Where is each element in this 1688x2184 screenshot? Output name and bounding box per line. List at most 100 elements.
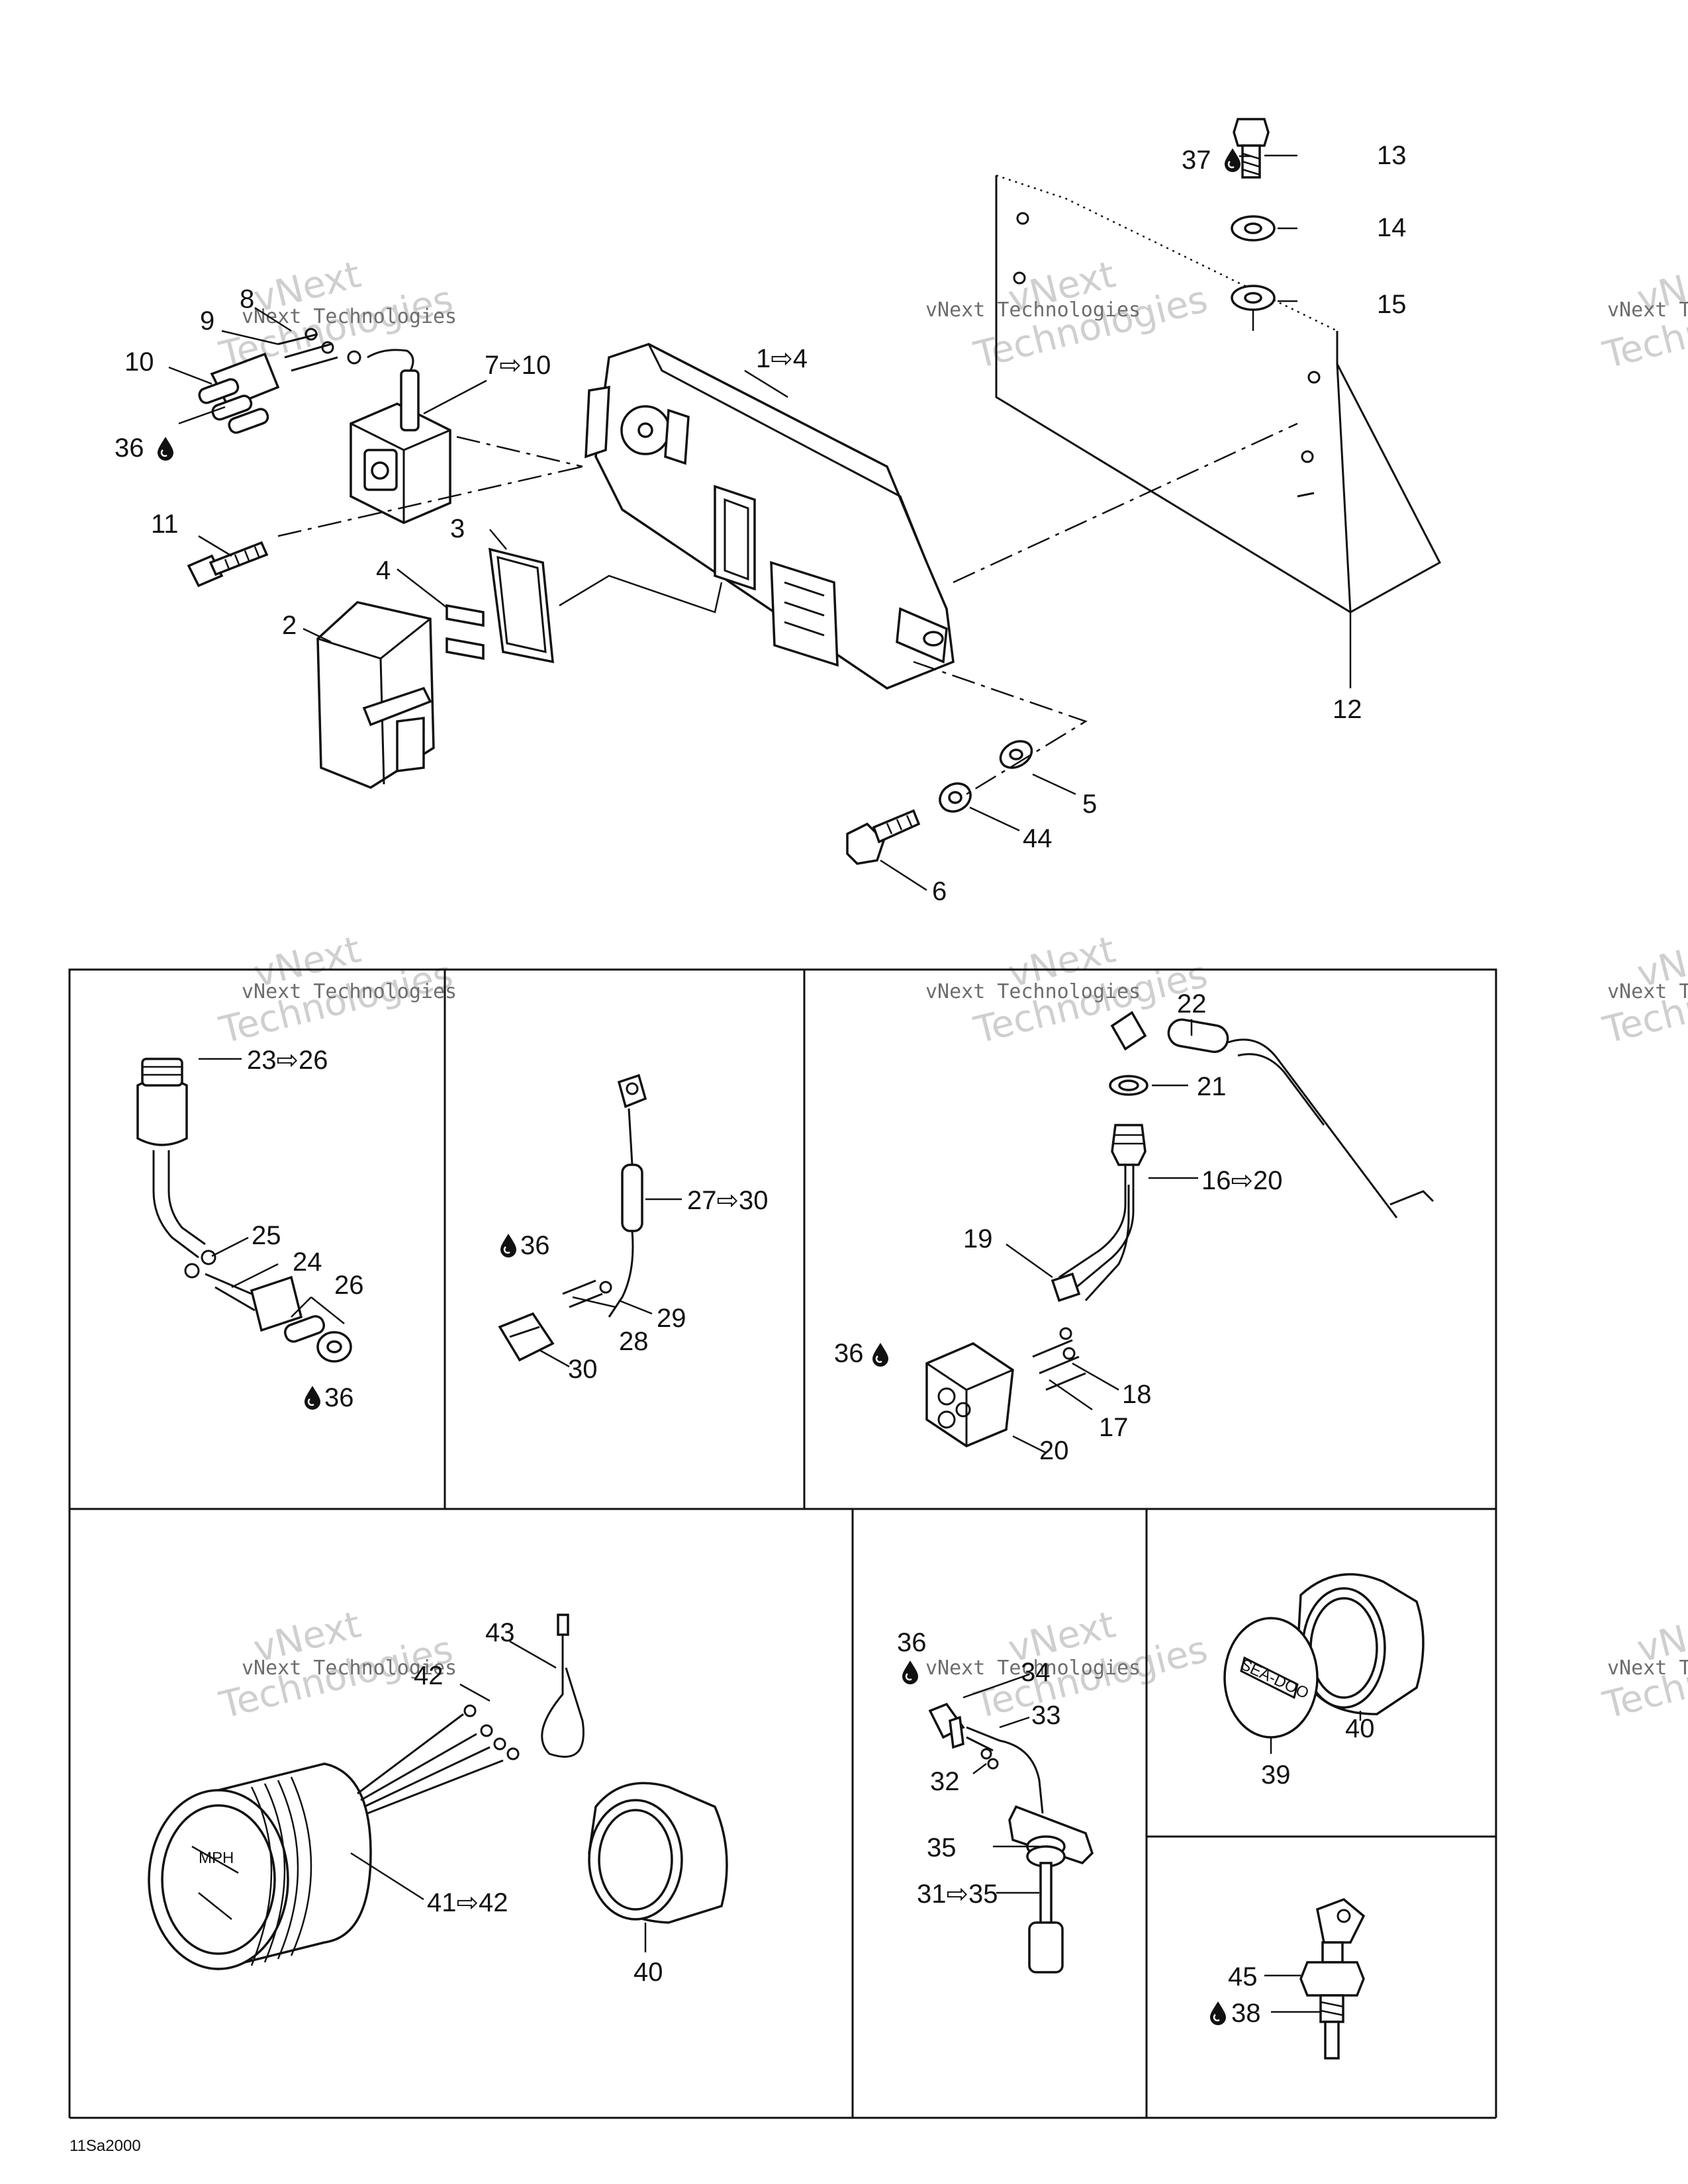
main-module bbox=[585, 343, 955, 690]
callout-20: 20 bbox=[1039, 1436, 1069, 1465]
assembly-line bbox=[456, 435, 583, 468]
mounting-bracket bbox=[995, 174, 1442, 614]
callout-15: 15 bbox=[1377, 290, 1407, 319]
svg-text:vNext Technologies: vNext Technologies bbox=[1607, 1657, 1688, 1680]
screw-11 bbox=[187, 541, 269, 588]
callout-19: 19 bbox=[963, 1224, 993, 1253]
svg-text:vNext Technologies: vNext Technologies bbox=[1607, 980, 1688, 1003]
assembly-line bbox=[277, 465, 583, 537]
panel-sender-38-45: 45 38 bbox=[1209, 1898, 1366, 2060]
svg-text:vNext Technologies: vNext Technologies bbox=[1607, 298, 1688, 322]
drop-icon bbox=[499, 1232, 518, 1259]
callout-4: 4 bbox=[376, 556, 391, 585]
seal-26 bbox=[316, 1331, 352, 1363]
relay-2 bbox=[316, 601, 435, 789]
callout-32: 32 bbox=[930, 1767, 960, 1796]
sender-45 bbox=[1299, 1898, 1366, 2060]
drop-icon bbox=[303, 1385, 322, 1411]
terminals-33-32 bbox=[966, 1726, 1044, 1814]
ring-40-left bbox=[588, 1782, 728, 1924]
cap-39: SEA-DOO bbox=[1223, 1617, 1319, 1739]
callout-39: 39 bbox=[1261, 1760, 1291, 1790]
panel-sensor-23-26: 23⇨26 25 24 26 36 bbox=[136, 1046, 364, 1412]
callout-36: 36 bbox=[324, 1383, 354, 1412]
fuses-4 bbox=[445, 604, 485, 660]
bolt-6 bbox=[846, 809, 921, 865]
connector-10 bbox=[198, 328, 361, 434]
callout-24: 24 bbox=[293, 1248, 322, 1277]
module-cap-3 bbox=[488, 547, 554, 664]
callout-41: 41⇨42 bbox=[427, 1888, 508, 1917]
callout-21: 21 bbox=[1197, 1072, 1227, 1101]
drop-icon bbox=[901, 1659, 919, 1686]
callout-16: 16⇨20 bbox=[1201, 1166, 1283, 1195]
panel-sensor-16-22: 22 21 16⇨20 19 18 17 20 36 bbox=[834, 989, 1434, 1465]
callout-10: 10 bbox=[124, 347, 154, 377]
callout-12: 12 bbox=[1333, 695, 1362, 724]
callout-1: 1⇨4 bbox=[756, 344, 808, 373]
level-sensor-35 bbox=[1008, 1805, 1094, 1974]
panel-frames bbox=[68, 968, 1497, 2119]
callout-23: 23⇨26 bbox=[247, 1046, 328, 1075]
callout-37: 37 bbox=[1182, 146, 1211, 175]
callout-8: 8 bbox=[240, 285, 254, 314]
callout-13: 13 bbox=[1377, 141, 1407, 170]
drop-icon bbox=[1209, 2000, 1227, 2026]
connector-30 bbox=[498, 1279, 612, 1362]
callout-34: 34 bbox=[1021, 1658, 1051, 1687]
drop-icon bbox=[871, 1342, 890, 1368]
callout-40: 40 bbox=[633, 1958, 663, 1987]
lock-washer-14 bbox=[1231, 215, 1276, 242]
svg-text:vNext Technologies: vNext Technologies bbox=[925, 298, 1141, 322]
terminal-19 bbox=[1051, 1272, 1081, 1302]
sensor-16 bbox=[1058, 1011, 1434, 1302]
assembly-line bbox=[559, 574, 723, 614]
connector-34 bbox=[928, 1702, 965, 1749]
callout-29: 29 bbox=[657, 1304, 686, 1333]
callout-33: 33 bbox=[1031, 1701, 1061, 1730]
gauge-41: MPH bbox=[148, 1762, 372, 1971]
callout-45: 45 bbox=[1228, 1962, 1258, 1991]
flat-washer-15 bbox=[1231, 285, 1276, 331]
callout-36: 36 bbox=[834, 1339, 864, 1368]
callout-40: 40 bbox=[1345, 1714, 1375, 1743]
washer-5 bbox=[999, 740, 1033, 769]
callout-22: 22 bbox=[1177, 989, 1207, 1019]
assembly-line bbox=[913, 660, 1088, 796]
callout-14: 14 bbox=[1377, 213, 1407, 242]
callout-7: 7⇨10 bbox=[485, 351, 551, 380]
callout-31: 31⇨35 bbox=[917, 1880, 998, 1909]
drop-icon bbox=[1223, 147, 1242, 173]
panel-gauge-40-43: MPH 41⇨42 42 43 40 bbox=[148, 1614, 728, 1987]
drop-icon bbox=[156, 435, 175, 462]
connector-20 bbox=[925, 1327, 1086, 1447]
sensor-27 bbox=[608, 1073, 647, 1318]
callout-17: 17 bbox=[1099, 1413, 1129, 1442]
panel-sensor-31-35: 34 33 32 35 31⇨35 36 bbox=[897, 1628, 1094, 1974]
bolt-13 bbox=[1233, 118, 1270, 179]
callout-35: 35 bbox=[927, 1833, 957, 1862]
panel-sensor-27-30: 27⇨30 28 29 30 36 bbox=[498, 1073, 769, 1384]
callout-11: 11 bbox=[151, 510, 179, 539]
callout-27: 27⇨30 bbox=[687, 1186, 769, 1215]
connector-24 bbox=[184, 1250, 326, 1343]
drawing-code: 11Sa2000 bbox=[70, 2137, 141, 2155]
callout-36: 36 bbox=[897, 1628, 927, 1657]
callout-30: 30 bbox=[568, 1355, 598, 1384]
callout-36: 36 bbox=[115, 433, 144, 463]
callout-36: 36 bbox=[520, 1231, 550, 1260]
sensor-housing-7 bbox=[350, 349, 451, 524]
svg-text:vNext Technologies: vNext Technologies bbox=[925, 1657, 1141, 1680]
callout-6: 6 bbox=[932, 877, 947, 906]
callout-38: 38 bbox=[1231, 1999, 1261, 2028]
svg-text:vNext Technologies: vNext Technologies bbox=[925, 980, 1141, 1003]
washer-44 bbox=[939, 782, 972, 813]
svg-text:vNext Technologies: vNext Technologies bbox=[242, 1657, 457, 1680]
callout-3: 3 bbox=[450, 514, 465, 543]
callout-5: 5 bbox=[1082, 790, 1097, 819]
sensor-23 bbox=[136, 1058, 206, 1259]
callout-18: 18 bbox=[1122, 1380, 1152, 1409]
callout-26: 26 bbox=[334, 1271, 364, 1300]
panel-bezel-39-40: SEA-DOO 39 40 bbox=[1223, 1573, 1425, 1790]
